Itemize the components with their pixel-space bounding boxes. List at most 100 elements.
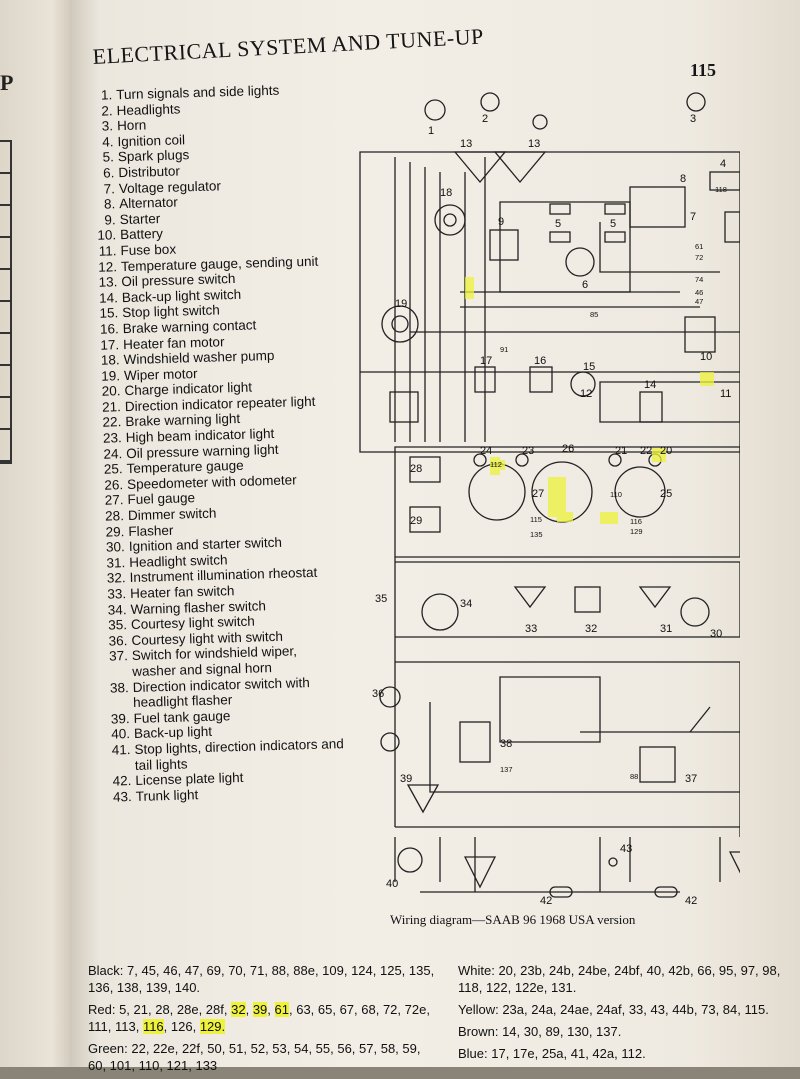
wire-number-label: 74: [695, 275, 703, 284]
component-number-label: 4: [720, 158, 726, 170]
component-number-label: 39: [400, 773, 412, 785]
legend-number: 37.: [108, 648, 129, 665]
component-number-label: 21: [615, 445, 627, 457]
component-number-label: 10: [700, 351, 712, 363]
legend-number: 3.: [101, 118, 114, 134]
left-page-edge: P: [0, 0, 74, 1067]
component-number-label: 5: [555, 218, 561, 230]
component-number-label: 29: [410, 515, 422, 527]
legend-number: 10.: [97, 227, 117, 244]
legend-number: 31.: [106, 554, 126, 571]
component-number-label: 12: [580, 388, 592, 400]
component-number-label: 3: [690, 113, 696, 125]
wire-number-label: 129: [630, 527, 643, 536]
legend-number: 9.: [104, 212, 116, 228]
book-page: ELECTRICAL SYSTEM AND TUNE-UP 115 1.Turn…: [70, 0, 800, 1073]
component-number-label: 43: [620, 843, 632, 855]
wire-number-label: 46: [695, 288, 703, 297]
legend-number: 26.: [104, 477, 124, 493]
page-number: 115: [690, 60, 717, 80]
component-number-label: 30: [710, 628, 722, 640]
highlighted-wire: 61: [274, 1002, 289, 1017]
legend-number: 13.: [98, 274, 118, 290]
highlighted-wire: 116: [142, 1019, 164, 1034]
component-number-label: 14: [644, 379, 656, 391]
legend-number: 16.: [99, 321, 119, 337]
legend-number: 15.: [99, 305, 119, 322]
legend-number: 11.: [98, 243, 117, 259]
component-number-label: 9: [498, 216, 504, 228]
blue-wires: Blue: 17, 17e, 25a, 41, 42a, 112.: [458, 1046, 646, 1061]
legend-number: 6.: [102, 165, 115, 181]
legend-number: 18.: [100, 352, 120, 368]
legend-number: 28.: [104, 508, 125, 524]
highlighted-wire: 129.: [199, 1019, 226, 1034]
diagram-caption: Wiring diagram—SAAB 96 1968 USA version: [390, 912, 636, 927]
legend-number: 22.: [102, 414, 122, 431]
wire-number-label: 135: [530, 530, 543, 539]
legend-number: 38.: [109, 679, 129, 696]
component-number-label: 17: [480, 355, 492, 367]
legend-number: 42.: [112, 773, 132, 789]
legend-number: 35.: [108, 617, 128, 633]
legend-number: 7.: [103, 180, 116, 197]
component-number-label: 35: [375, 593, 387, 605]
legend-number: 4.: [102, 134, 114, 150]
wire-number-label: 72: [695, 253, 703, 262]
highlighted-wire: 32: [231, 1002, 246, 1017]
legend-number: 5.: [102, 149, 115, 165]
component-number-label: 13: [528, 138, 540, 150]
component-number-label: 1: [428, 125, 434, 137]
component-number-label: 13: [460, 138, 472, 150]
legend-number: 19.: [101, 367, 121, 384]
wire-number-label: 112: [490, 460, 502, 469]
component-number-label: 23: [522, 445, 534, 457]
left-page-table-edge: [0, 140, 12, 464]
wire-number-label: 137: [500, 765, 513, 774]
page-title: ELECTRICAL SYSTEM AND TUNE-UP: [92, 23, 485, 69]
legend-number: 20.: [101, 383, 121, 400]
legend-number: 36.: [108, 632, 128, 649]
component-number-label: 20: [660, 445, 672, 457]
legend-number: 2.: [101, 102, 113, 119]
component-number-label: 5: [610, 218, 616, 230]
component-number-label: 38: [500, 738, 512, 750]
legend-number: 29.: [105, 523, 125, 540]
component-number-label: 31: [660, 623, 672, 635]
legend-number: 1.: [100, 87, 113, 103]
legend-number: 41.: [111, 742, 131, 758]
component-number-label: 42: [685, 895, 697, 907]
wire-number-label: 61: [695, 242, 703, 251]
wire-number-label: 118: [715, 185, 727, 194]
component-number-label: 18: [440, 187, 452, 199]
wire-number-label: 116: [630, 517, 642, 526]
wire-number-label: 110: [610, 490, 622, 499]
component-number-label: 34: [460, 598, 472, 610]
legend-number: 30.: [105, 539, 126, 555]
legend-number: 14.: [98, 289, 119, 306]
component-number-label: 42: [540, 895, 552, 907]
legend-number: 25.: [103, 461, 123, 477]
component-number-label: 40: [386, 878, 398, 890]
wire-number-label: 47: [695, 297, 703, 306]
red-wires: Red: 5, 21, 28, 28e, 28f, 32, 39, 61, 63…: [88, 1002, 430, 1034]
legend-number: 39.: [110, 710, 130, 727]
legend-number: 27.: [104, 492, 124, 509]
component-number-label: 37: [685, 773, 697, 785]
component-number-label: 2: [482, 113, 488, 125]
component-number-label: 32: [585, 623, 597, 635]
component-number-label: 6: [582, 279, 588, 291]
wire-number-label: 85: [590, 310, 598, 319]
legend-number: 12.: [98, 258, 118, 275]
legend-number: 24.: [103, 445, 123, 462]
wire-number-label: 115: [530, 515, 542, 524]
component-number-label: 24: [480, 445, 492, 457]
legend-number: 17.: [100, 336, 120, 353]
legend-number: 33.: [107, 586, 127, 602]
legend-number: 40.: [111, 726, 131, 742]
left-page-letter: P: [0, 70, 14, 95]
component-number-label: 22: [640, 445, 652, 457]
wire-number-label: 91: [500, 345, 508, 354]
legend-number: 21.: [101, 399, 122, 415]
